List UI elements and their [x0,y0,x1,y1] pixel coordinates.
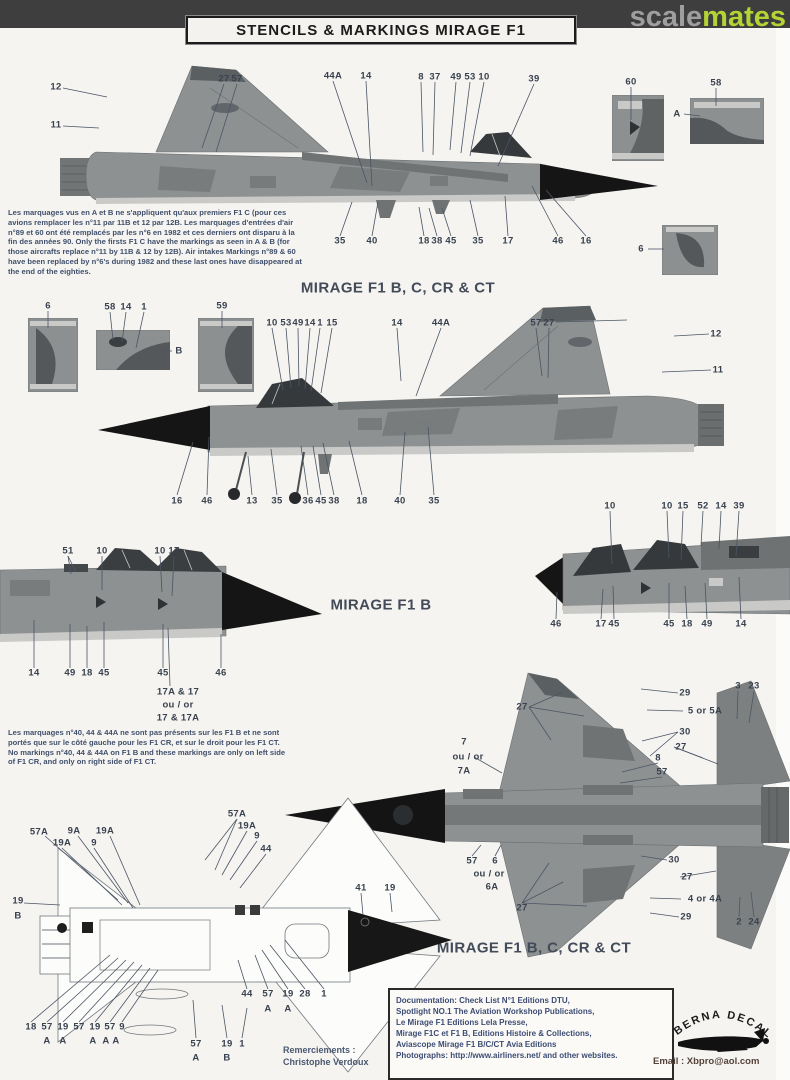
note-markings-40-44: Les marquages n°40, 44 & 44A ne sont pas… [8,728,308,767]
callout-f1b_nose-17-17A: 17 & 17A [156,712,200,724]
callout-f1b_nose-18: 18 [81,667,93,679]
text-line: those aircrafts replace n°11 by 11B & 12… [8,247,296,257]
callout-f1b_nose-46: 46 [215,667,227,679]
callout-top_side_view-6: 6 [638,243,644,255]
note-markings-a-b: Les marquages vus en A et B ne s'appliqu… [8,208,308,277]
text-line: avions remplacer les n°11 par 11B et 12 … [8,217,294,227]
text-line: Les marquages n°40, 44 & 44A ne sont pas… [8,728,280,737]
scalemates-logo[interactable]: scalemates [630,0,786,34]
header-mirage-f1b: MIRAGE F1 B [330,596,432,614]
detail-inset-58 [690,98,764,144]
callout-top_side_view-58: 58 [710,77,722,89]
callout-f1b_nose-45: 45 [98,667,110,679]
text-line: Documentation: Check List N°1 Editions D… [396,996,570,1005]
callout-cockpit_detail-39: 39 [733,500,745,512]
f1b-nose-drawing [0,548,322,642]
callout-top_side_view-A: A [673,108,681,120]
text-line: Mirage F1C et F1 B, Editions Histoire & … [396,1029,592,1038]
text-line: Le Mirage F1 Editions Lela Presse, [396,1018,528,1027]
documentation-box: Documentation: Check List N°1 Editions D… [388,988,674,1080]
berna-decals-logo: BERNA DECALS [660,998,773,1052]
text-line: Photographs: http://www.airliners.net/ a… [396,1051,618,1060]
text-line: Aviascope Mirage F1 B/C/CT Avia Editions [396,1040,557,1049]
callout-f1b_nose-14: 14 [28,667,40,679]
brand-scale: scale [629,1,703,33]
callout-f1b_nose-ou-or: ou / or [162,699,194,711]
credits-line1: Remerciements : [283,1045,356,1055]
middle-side-view-drawing [98,305,724,504]
text-line: the end of the eighties. [8,266,91,276]
detail-inset-6-top [662,225,718,275]
detail-inset-59 [198,318,254,392]
callout-f1b_nose-45: 45 [157,667,169,679]
berna-email: Email : Xbpro@aol.com [653,1056,760,1067]
sheet-title: STENCILS & MARKINGS MIRAGE F1 [186,16,576,44]
text-line: No markings n°40, 44 & 44A on F1 B and t… [8,747,286,757]
text-line: Les marquages vus en A et B ne s'appliqu… [8,208,287,217]
cockpit-detail-drawing [535,536,790,615]
header-mirage-f1bccrct-top: MIRAGE F1 B, C, CR & CT [300,279,496,297]
text-line: have been replaced by n°6's during 1982 … [8,256,302,266]
text-line: n°89 et 60 ont été remplacés par les n°6… [8,227,295,237]
text-line: portés que sur le côté gauche pour les F… [8,737,280,747]
detail-inset-6-mid [28,318,78,392]
callout-mid_side_view-6: 6 [45,300,51,312]
callout-f1b_nose-49: 49 [64,667,76,679]
credits-text: Remerciements : Christophe Verdoux [283,1044,369,1068]
text-line: fin des années 90. Only the firsts F1 C … [8,237,290,247]
detail-inset-58-mid [96,330,170,370]
detail-inset-60 [612,95,664,161]
callout-f1b_nose-17A-17: 17A & 17 [156,686,200,698]
credits-line2: Christophe Verdoux [283,1057,369,1067]
header-mirage-f1bccrct-bottom: MIRAGE F1 B, C, CR & CT [436,939,632,957]
brand-mates: mates [702,1,786,33]
text-line: Spotlight NO.1 The Aviation Workshop Pub… [396,1007,595,1016]
text-line: of F1 CR, and only on right side of F1 C… [8,757,157,767]
